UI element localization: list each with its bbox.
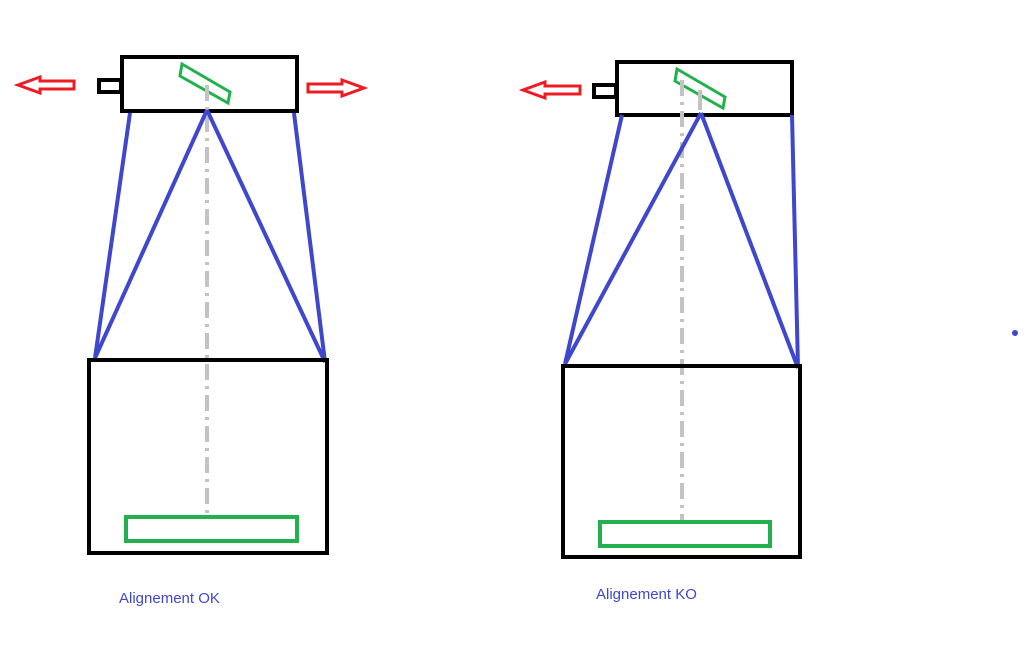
beam-lines: [563, 112, 800, 369]
label-alignment-ok: Alignement OK: [119, 590, 220, 607]
top-housing: [615, 60, 794, 117]
label-alignment-ko: Alignement KO: [596, 586, 697, 603]
arrow-right-icon: [306, 77, 369, 99]
knob: [592, 83, 618, 99]
bottom-mirror: [598, 520, 772, 548]
top-mirror: [673, 66, 727, 111]
stray-dot: [1012, 330, 1018, 336]
knob: [97, 78, 123, 94]
arrow-left-icon: [13, 74, 76, 96]
diagram-ko: [518, 60, 802, 559]
top-mirror: [178, 61, 232, 106]
arrow-left-icon: [518, 79, 582, 101]
diagram-ok: [13, 55, 369, 555]
bottom-housing: [561, 364, 802, 559]
bottom-mirror: [124, 515, 299, 543]
top-housing: [120, 55, 299, 113]
bottom-housing: [87, 358, 329, 555]
beam-lines: [93, 109, 327, 363]
